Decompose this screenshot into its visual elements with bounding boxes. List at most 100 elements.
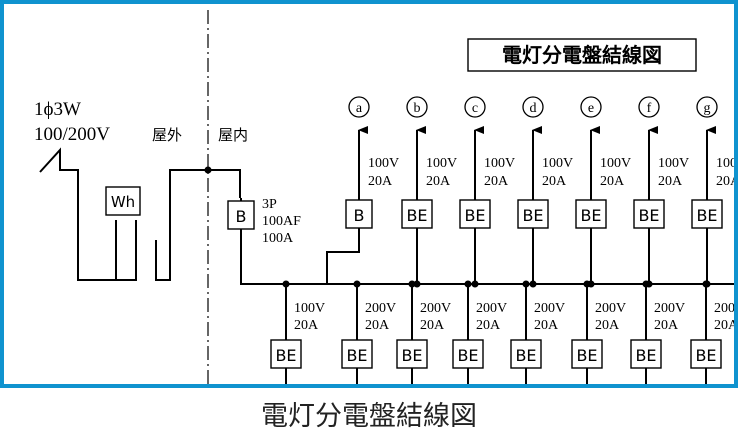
circuit-voltage: 200V <box>365 301 396 316</box>
supply-voltage-label: 100/200V <box>34 124 110 145</box>
bus-junction-dot <box>583 280 591 288</box>
branch-breaker-label: BE <box>457 346 478 365</box>
branch-breaker-label: BE <box>696 206 717 225</box>
bus-junction-dot <box>353 280 361 288</box>
drawing-area: 電灯分電盤結線図 1ϕ3W 100/200V 屋外 屋内 Wh B 3P 100… <box>34 10 738 386</box>
branch-breaker <box>633 199 665 229</box>
circuit-voltage: 100V <box>426 156 457 171</box>
circuit-current: 20A <box>420 318 445 333</box>
main-breaker-trip: 100A <box>262 231 294 246</box>
circuit-voltage: 200V <box>595 301 626 316</box>
branch-breaker-label: BE <box>515 346 536 365</box>
circuit-letter: d <box>530 101 537 116</box>
circuit-current: 20A <box>658 174 683 189</box>
branch-breaker <box>510 339 542 369</box>
branch-breaker-label: BE <box>522 206 543 225</box>
circuit-voltage: 100V <box>368 156 399 171</box>
branch-breaker <box>341 339 373 369</box>
circuit-feed <box>326 228 360 284</box>
bus-junction-dot <box>413 280 421 288</box>
circuit-current: 20A <box>600 174 625 189</box>
bus-junction-dot <box>464 280 472 288</box>
meter-label: Wh <box>111 193 135 211</box>
branch-breaker-label: BE <box>580 206 601 225</box>
bus-junction-dot <box>408 280 416 288</box>
circuit-letter-marker <box>696 96 718 118</box>
branch-breaker <box>691 199 723 229</box>
circuit-current: 20A <box>542 174 567 189</box>
diagram-title: 電灯分電盤結線図 <box>502 43 662 67</box>
circuit-letter: a <box>356 101 363 116</box>
outdoor-label: 屋外 <box>152 126 182 144</box>
circuit-voltage: 200V <box>420 301 451 316</box>
branch-breaker <box>690 339 722 369</box>
circuit-letter-marker <box>464 96 486 118</box>
circuit-voltage: 200V <box>654 301 685 316</box>
main-breaker-poles: 3P <box>262 197 277 212</box>
lower-circuit: BE 200V 20A <box>396 280 451 386</box>
supply-phase-label: 1ϕ3W <box>34 99 81 120</box>
circuit-letter-marker <box>406 96 428 118</box>
circuit-letter-marker <box>522 96 544 118</box>
circuit-letter-marker <box>638 96 660 118</box>
branch-breaker-label: BE <box>464 206 485 225</box>
diagram-frame <box>0 0 738 388</box>
circuit-voltage: 100V <box>716 156 738 171</box>
branch-breaker-label: BE <box>635 346 656 365</box>
indoor-label: 屋内 <box>218 126 248 144</box>
figure-caption: 電灯分電盤結線図 <box>261 401 477 432</box>
upper-circuit-b: bBE 100V 20A <box>401 96 457 288</box>
branch-breaker <box>396 339 428 369</box>
circuit-letter: f <box>647 101 652 116</box>
branch-breaker-label: BE <box>406 206 427 225</box>
branch-breaker-label: BE <box>401 346 422 365</box>
circuit-voltage: 200V <box>534 301 565 316</box>
upper-circuit-d: dBE 100V 20A <box>517 96 573 288</box>
bus-junction-dot <box>471 280 479 288</box>
circuit-voltage: 200V <box>476 301 507 316</box>
branch-breaker-label: B <box>354 206 365 225</box>
lower-branch-circuits: BE100V20ABE200V20ABE200V20ABE200V20ABE20… <box>270 280 738 386</box>
branch-breaker-label: BE <box>638 206 659 225</box>
bus-junction-dot <box>529 280 537 288</box>
bus-junction-dot <box>522 280 530 288</box>
branch-breaker <box>571 339 603 369</box>
lower-circuit: BE 200V 20A <box>630 280 685 386</box>
branch-breaker <box>575 199 607 229</box>
circuit-letter: g <box>704 101 711 116</box>
circuit-current: 20A <box>484 174 509 189</box>
circuit-voltage: 100V <box>484 156 515 171</box>
circuit-current: 20A <box>426 174 451 189</box>
branch-breaker <box>345 199 373 229</box>
main-bus <box>240 229 734 285</box>
circuit-voltage: 100V <box>294 301 325 316</box>
circuit-letter: b <box>414 101 421 116</box>
branch-breaker-label: BE <box>275 346 296 365</box>
main-breaker-frame: 100AF <box>262 214 301 229</box>
branch-breaker-label: BE <box>695 346 716 365</box>
main-breaker-label: B <box>236 207 247 226</box>
branch-breaker-label: BE <box>576 346 597 365</box>
supply-wire-out <box>155 169 241 281</box>
circuit-voltage: 200V <box>714 301 738 316</box>
circuit-voltage: 100V <box>542 156 573 171</box>
branch-breaker <box>517 199 549 229</box>
circuit-letter: e <box>588 101 594 116</box>
circuit-current: 20A <box>654 318 679 333</box>
watt-hour-meter <box>105 186 141 216</box>
circuit-current: 20A <box>716 174 738 189</box>
upper-branch-circuits: aB100V20AbBE100V20AcBE100V20AdBE100V20Ae… <box>326 96 738 288</box>
junction-dot <box>204 166 212 174</box>
branch-breaker-label: BE <box>346 346 367 365</box>
